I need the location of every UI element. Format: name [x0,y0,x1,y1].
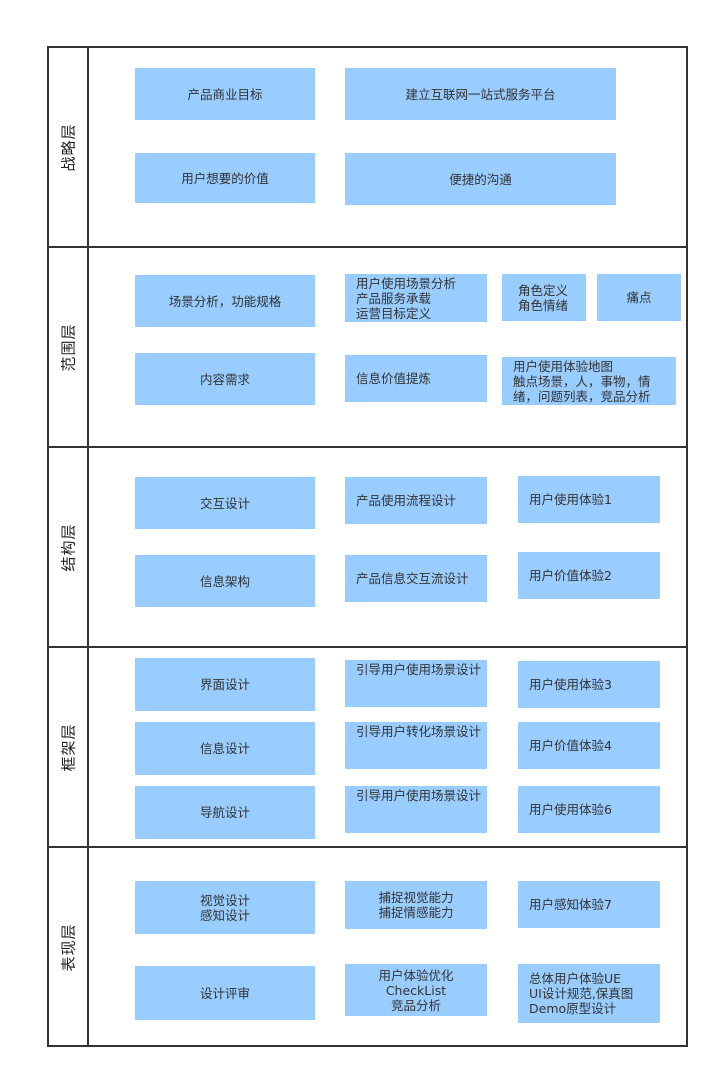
layer-label-skeleton: 框架层 [49,648,87,846]
skeleton-box: 界面设计 [135,658,315,711]
layer-label-text: 范围层 [59,322,78,372]
strategy-box: 用户想要的价值 [135,153,315,203]
skeleton-box: 引导用户转化场景设计 [345,722,487,769]
layer-label-structure: 结构层 [49,448,87,646]
surface-box: 总体用户体验UE UI设计规范,保真图 Demo原型设计 [518,964,660,1023]
layer-label-text: 结构层 [59,522,78,572]
surface-box: 用户感知体验7 [518,881,660,928]
layer-label-scope: 范围层 [49,248,87,446]
structure-box: 用户价值体验2 [518,552,660,599]
surface-box: 捕捉视觉能力 捕捉情感能力 [345,881,487,929]
scope-box: 场景分析，功能规格 [135,275,315,327]
scope-box: 用户使用体验地图 触点场景，人，事物，情绪，问题列表，竞品分析 [502,357,676,405]
surface-box: 用户体验优化 CheckList 竞品分析 [345,964,487,1016]
scope-box: 痛点 [597,274,681,321]
skeleton-box: 用户价值体验4 [518,722,660,769]
layer-label-strategy: 战略层 [49,48,87,246]
scope-box: 信息价值提炼 [345,355,487,402]
layer-label-text: 战略层 [59,122,78,172]
skeleton-box: 用户使用体验3 [518,661,660,708]
layer-divider [47,246,688,248]
strategy-box: 建立互联网一站式服务平台 [345,68,616,120]
skeleton-box: 导航设计 [135,786,315,839]
structure-box: 信息架构 [135,555,315,607]
skeleton-box: 用户使用体验6 [518,786,660,833]
layer-label-text: 表现层 [59,922,78,972]
layer-label-surface: 表现层 [49,848,87,1046]
layer-label-text: 框架层 [59,722,78,772]
structure-box: 产品信息交互流设计 [345,555,487,602]
layer-divider [47,446,688,448]
surface-box: 设计评审 [135,966,315,1020]
layer-divider [47,646,688,648]
strategy-box: 便捷的沟通 [345,153,616,205]
skeleton-box: 信息设计 [135,722,315,775]
structure-box: 用户使用体验1 [518,476,660,523]
label-column-divider [87,46,89,1047]
strategy-box: 产品商业目标 [135,68,315,120]
scope-box: 角色定义 角色情绪 [502,274,586,321]
scope-box: 内容需求 [135,353,315,405]
surface-box: 视觉设计 感知设计 [135,881,315,934]
scope-box: 用户使用场景分析 产品服务承载 运营目标定义 [345,274,487,322]
skeleton-box: 引导用户使用场景设计 [345,786,487,833]
diagram-frame [47,46,688,1047]
layer-divider [47,846,688,848]
skeleton-box: 引导用户使用场景设计 [345,660,487,707]
structure-box: 产品使用流程设计 [345,477,487,524]
structure-box: 交互设计 [135,477,315,529]
